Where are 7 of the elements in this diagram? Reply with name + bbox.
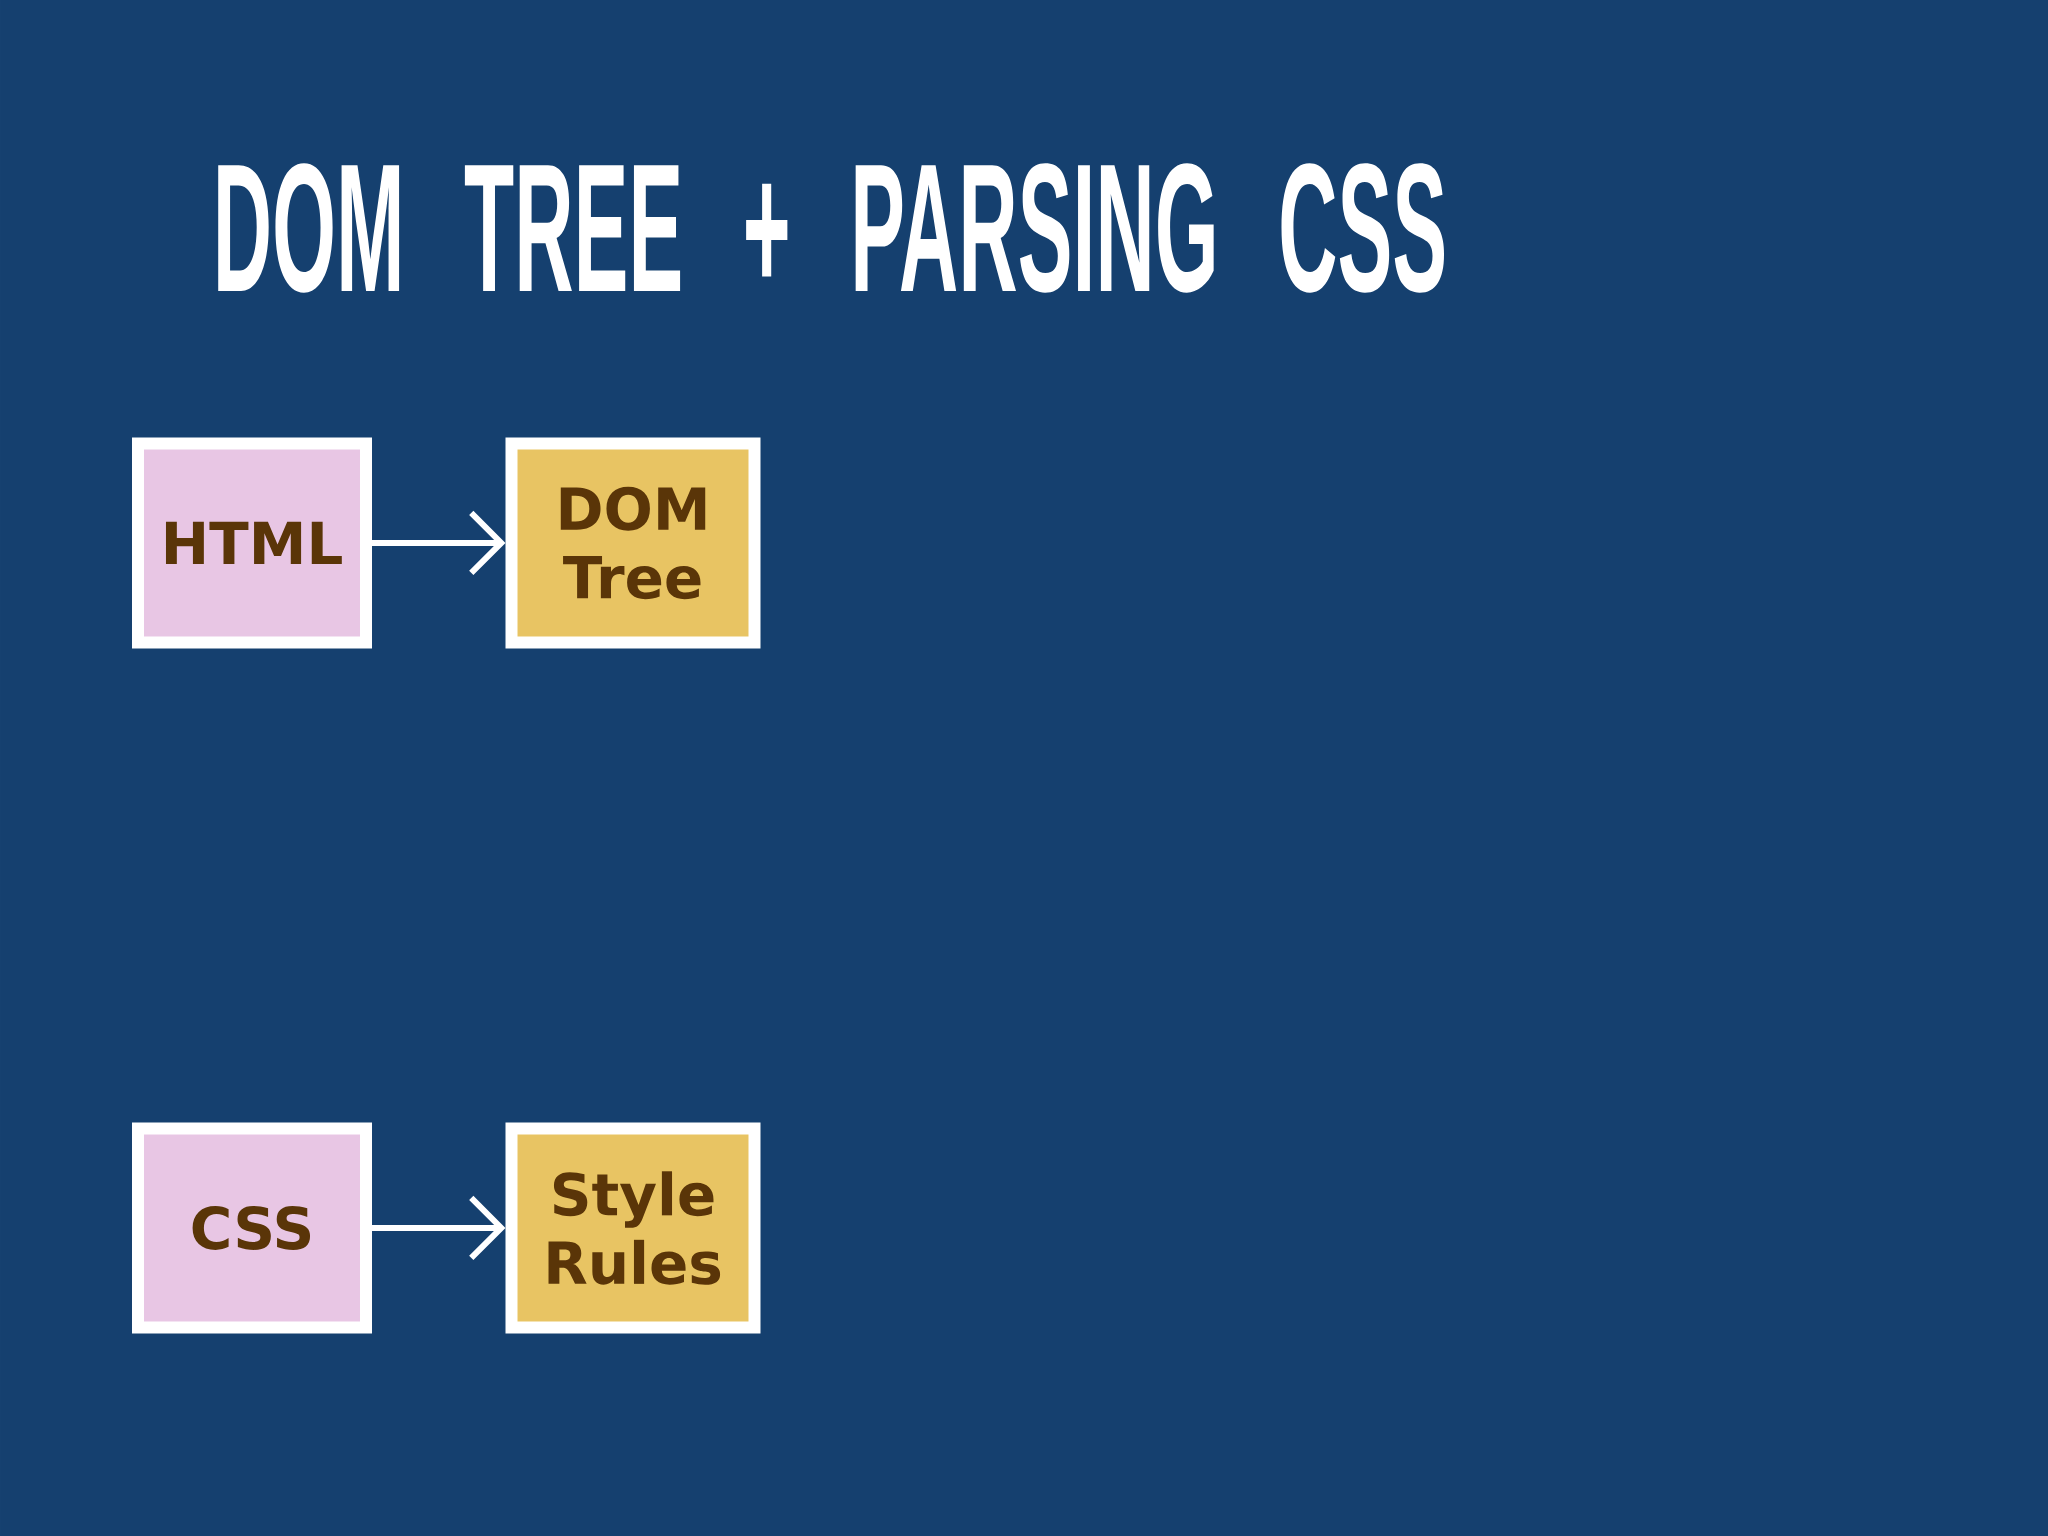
process-box: Style Rules bbox=[505, 1122, 761, 1334]
process-box: DOM Tree bbox=[505, 437, 761, 649]
title: DOM TREE + PARSING CSS bbox=[218, 163, 1444, 293]
process-box: HTML bbox=[132, 437, 372, 649]
arrow bbox=[372, 510, 506, 576]
process-box: CSS bbox=[132, 1122, 372, 1334]
arrow bbox=[372, 1195, 506, 1261]
